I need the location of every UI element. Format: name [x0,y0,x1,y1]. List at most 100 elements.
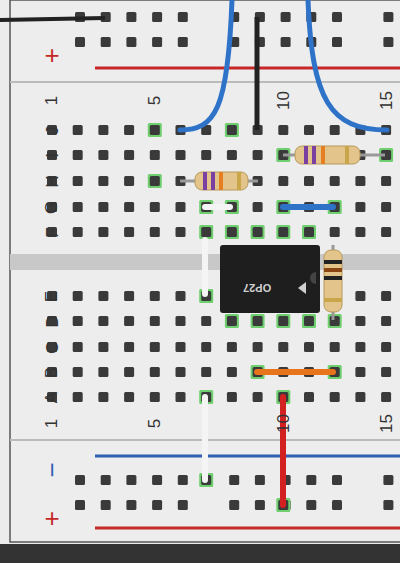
breadboard-hole [330,342,340,352]
rail-sign: + [44,505,59,531]
breadboard-hole [355,316,365,326]
column-number: 15 [377,414,394,433]
breadboard-hole [98,367,108,377]
breadboard-hole [330,227,340,237]
breadboard-hole [276,314,290,328]
breadboard-hole [73,291,83,301]
breadboard-hole [225,314,239,328]
breadboard-hole [150,291,160,301]
breadboard-hole [227,150,237,160]
breadboard-hole [150,125,160,135]
breadboard-hole [383,475,393,485]
breadboard-hole [150,367,160,377]
breadboard-hole [302,225,316,239]
breadboard-hole [253,227,263,237]
breadboard-hole [73,176,83,186]
breadboard-hole [98,202,108,212]
breadboard-hole [383,12,393,22]
breadboard-hole [383,37,393,47]
breadboard-hole [150,227,160,237]
row-letter: I [43,153,60,158]
breadboard-hole [124,342,134,352]
breadboard-hole [124,227,134,237]
breadboard-hole [176,316,186,326]
breadboard-hole [152,37,162,47]
breadboard-hole [227,316,237,326]
breadboard-hole [73,342,83,352]
breadboard-hole [73,125,83,135]
breadboard-hole [229,500,239,510]
breadboard-hole [355,342,365,352]
breadboard-hole [124,150,134,160]
column-number: 5 [147,95,164,104]
breadboard-hole [227,342,237,352]
breadboard-hole [304,176,314,186]
breadboard-hole [225,225,239,239]
breadboard-hole [253,150,263,160]
breadboard-hole [276,225,290,239]
breadboard-hole [229,475,239,485]
breadboard-hole [201,227,211,237]
breadboard-hole [330,176,340,186]
breadboard-hole [201,150,211,160]
breadboard-hole [176,150,186,160]
breadboard-hole [126,500,136,510]
breadboard-hole [150,150,160,160]
breadboard-hole [381,176,391,186]
breadboard-hole [98,316,108,326]
breadboard-hole [201,342,211,352]
breadboard-hole [355,291,365,301]
chip-label: OP27 [243,282,271,294]
breadboard-hole [332,37,342,47]
breadboard-hole [278,227,288,237]
breadboard-hole [330,316,340,326]
breadboard-hole [227,392,237,402]
breadboard-hole [73,392,83,402]
breadboard-hole [355,392,365,402]
breadboard-hole [302,314,316,328]
breadboard-hole [176,227,186,237]
breadboard-hole [253,342,263,352]
breadboard-hole [381,392,391,402]
breadboard-hole [304,227,314,237]
breadboard-hole [278,316,288,326]
breadboard-hole [73,150,83,160]
breadboard-hole [150,316,160,326]
column-number: 10 [274,414,291,433]
breadboard-hole [178,500,188,510]
breadboard-hole [178,475,188,485]
breadboard-hole [281,37,291,47]
breadboard-hole [150,202,160,212]
breadboard-hole [278,125,288,135]
breadboard-hole [328,314,342,328]
breadboard-hole [126,475,136,485]
breadboard-hole [201,367,211,377]
breadboard-hole [148,123,162,137]
breadboard-hole [306,500,316,510]
breadboard-hole [124,176,134,186]
rail-sign: − [39,462,65,477]
breadboard-hole [304,392,314,402]
breadboard-hole [73,227,83,237]
rail-sign: + [44,42,59,68]
row-letter: G [43,200,60,213]
breadboard-hole [330,392,340,402]
breadboard-hole [255,475,265,485]
breadboard-hole [251,314,265,328]
breadboard-hole [199,225,213,239]
row-letter: H [44,175,61,187]
breadboard-hole [98,176,108,186]
breadboard-hole [101,37,111,47]
breadboard-hole [178,37,188,47]
breadboard-hole [98,291,108,301]
breadboard-hole [381,227,391,237]
breadboard-hole [381,291,391,301]
breadboard-hole [253,316,263,326]
column-number: 1 [44,418,61,427]
breadboard-hole [278,342,288,352]
breadboard-hole [306,475,316,485]
breadboard-hole [178,12,188,22]
breadboard-hole [124,125,134,135]
column-number: 1 [44,95,61,104]
